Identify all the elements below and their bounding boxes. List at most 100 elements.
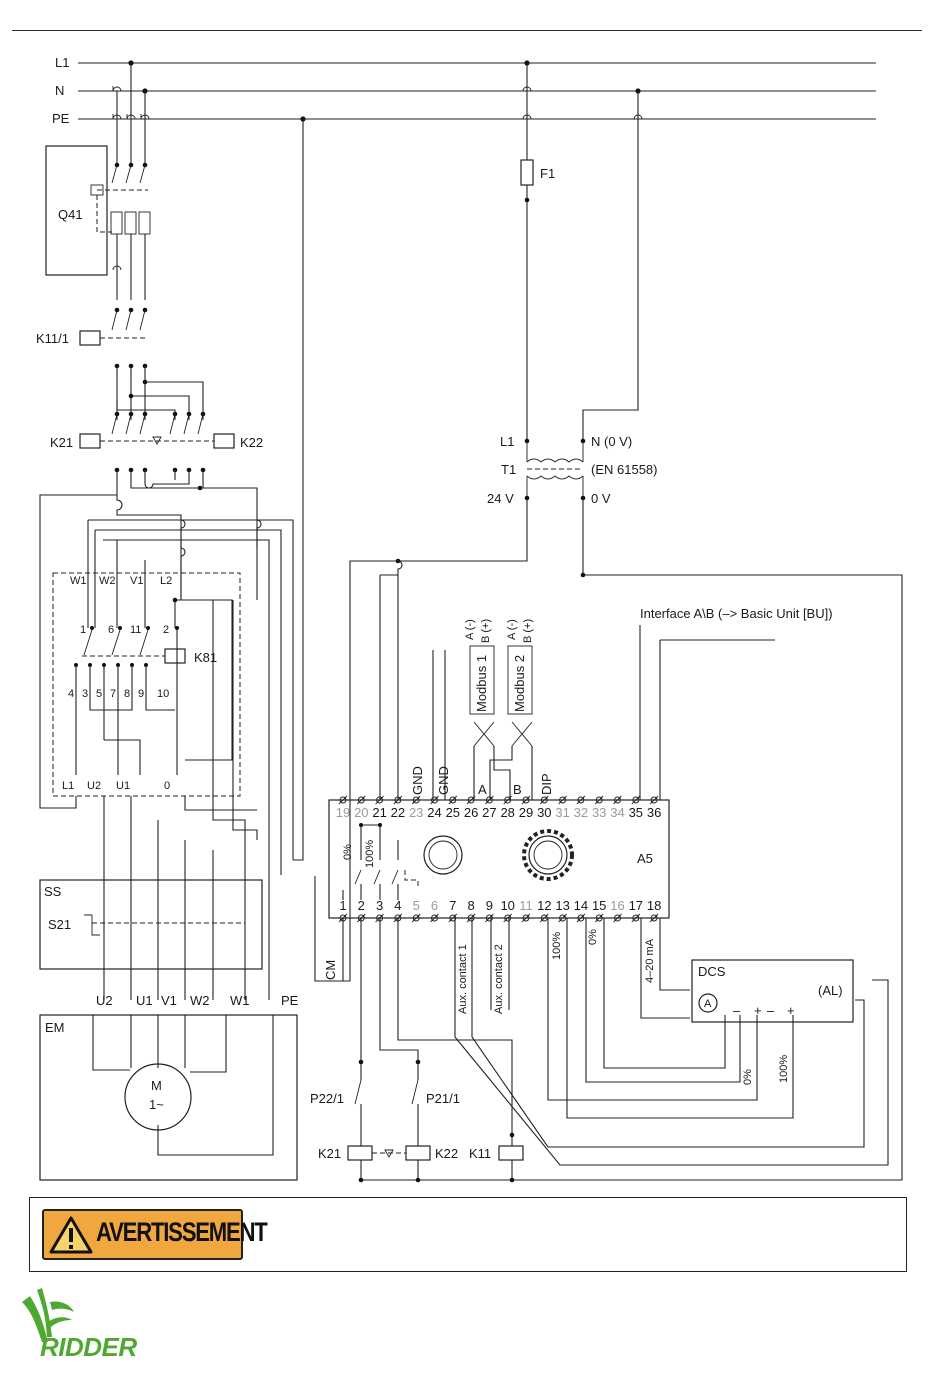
bottom-terminal-screw-7 [448, 913, 458, 923]
label-aux2: Aux. contact 2 [493, 944, 505, 1014]
top-terminal-24: 24 [427, 805, 441, 820]
top-terminal-screw-19 [338, 795, 348, 805]
label-K11-1: K11/1 [36, 331, 69, 346]
label-v0: 0% [587, 929, 599, 945]
bottom-terminal-4: 4 [394, 898, 401, 913]
label-0V: 0 V [591, 491, 611, 506]
top-terminal-screw-22 [393, 795, 403, 805]
bottom-terminal-screw-18 [649, 913, 659, 923]
term-V1: V1 [161, 993, 177, 1008]
label-modbus1: Modbus 1 [474, 655, 489, 712]
motor-M: M [151, 1078, 162, 1093]
power-rails: L1 N PE [52, 55, 876, 126]
bottom-terminal-8: 8 [467, 898, 474, 913]
label-P22: P22/1 [310, 1091, 344, 1106]
label-CM: CM [323, 960, 338, 980]
top-terminal-screw-29 [521, 795, 531, 805]
label-box-U1: U1 [116, 780, 130, 792]
label-K22: K22 [240, 435, 263, 450]
label-V1: V1 [130, 575, 143, 587]
label-K21: K21 [50, 435, 73, 450]
bottom-terminal-screw-13 [558, 913, 567, 923]
header-rule [12, 30, 922, 31]
label-T1-L1: L1 [500, 434, 514, 449]
top-terminal-23: 23 [409, 805, 423, 820]
label-aux1: Aux. contact 1 [457, 944, 469, 1014]
bottom-terminal-15: 15 [592, 898, 606, 913]
contact-5: 5 [96, 688, 102, 700]
top-terminal-screw-27 [485, 795, 494, 805]
term-PE: PE [281, 993, 299, 1008]
contact-2: 2 [163, 624, 169, 636]
label-A: A [478, 782, 487, 797]
top-terminal-screw-21 [375, 795, 384, 805]
label-T1-std: (EN 61558) [591, 462, 657, 477]
warning-triangle-icon [49, 1216, 93, 1254]
label-W1: W1 [70, 575, 87, 587]
label-24V: 24 V [487, 491, 514, 506]
top-terminal-screw-32 [576, 795, 586, 805]
top-terminal-36: 36 [647, 805, 661, 820]
top-terminal-34: 34 [610, 805, 624, 820]
label-ma: 4–20 mA [644, 938, 656, 983]
dcs-m2: – [767, 1003, 775, 1018]
label-v100: 100% [551, 932, 563, 960]
top-terminal-25: 25 [446, 805, 460, 820]
label-K21-coil: K21 [318, 1146, 341, 1161]
term-W2: W2 [190, 993, 210, 1008]
bottom-terminal-2: 2 [358, 898, 365, 913]
contact-11: 11 [130, 624, 141, 636]
contact-4: 4 [68, 688, 74, 700]
warning-badge: AVERTISSEMENT [42, 1209, 268, 1260]
bottom-terminal-6: 6 [431, 898, 438, 913]
bottom-terminal-1: 1 [339, 898, 346, 913]
top-terminal-screw-30 [539, 795, 549, 805]
label-modbus2: Modbus 2 [512, 655, 527, 712]
label-0pct: 0% [342, 844, 354, 860]
term-U1: U1 [136, 993, 153, 1008]
top-terminal-screw-34 [613, 795, 622, 805]
rail-N: N [55, 83, 64, 98]
contact-7: 7 [110, 688, 116, 700]
contact-3: 3 [82, 688, 88, 700]
label-S21: S21 [48, 917, 71, 932]
ridder-logo-icon [22, 1288, 74, 1342]
mb2-B: B (+) [522, 619, 534, 643]
bottom-terminal-3: 3 [376, 898, 383, 913]
label-box-L1: L1 [62, 780, 74, 792]
bottom-terminal-12: 12 [537, 898, 551, 913]
bottom-terminal-screw-11 [521, 913, 531, 923]
bottom-terminal-17: 17 [629, 898, 643, 913]
rail-PE: PE [52, 111, 70, 126]
contact-1: 1 [80, 624, 86, 636]
top-terminal-30: 30 [537, 805, 551, 820]
bottom-terminal-16: 16 [610, 898, 624, 913]
label-W2: W2 [99, 575, 116, 587]
label-d0: 0% [742, 1069, 754, 1085]
motor-branch: Q41 K11/1 K21 K2 [36, 63, 304, 1181]
label-Q41: Q41 [58, 207, 83, 222]
contact-8: 8 [124, 688, 130, 700]
mb1-A: A (-) [464, 619, 476, 640]
bottom-terminal-7: 7 [449, 898, 456, 913]
top-terminal-screw-35 [631, 795, 641, 805]
top-terminal-screw-25 [448, 795, 458, 805]
top-terminal-20: 20 [354, 805, 368, 820]
top-terminal-screw-36 [649, 795, 659, 805]
dcs-p1: + [754, 1003, 762, 1018]
dcs-p2: + [787, 1003, 795, 1018]
label-K22-coil: K22 [435, 1146, 458, 1161]
top-terminal-27: 27 [482, 805, 496, 820]
top-terminal-31: 31 [555, 805, 569, 820]
top-terminal-33: 33 [592, 805, 606, 820]
bottom-terminal-screw-15 [594, 913, 604, 923]
top-terminal-screw-33 [594, 795, 604, 805]
top-terminal-screw-28 [503, 795, 513, 805]
ridder-logo-text: RIDDER [40, 1332, 137, 1362]
bottom-terminal-screw-17 [631, 913, 641, 923]
label-P21: P21/1 [426, 1091, 460, 1106]
label-AL: (AL) [818, 983, 843, 998]
label-B: B [513, 782, 522, 797]
bottom-terminal-screw-12 [539, 913, 549, 923]
